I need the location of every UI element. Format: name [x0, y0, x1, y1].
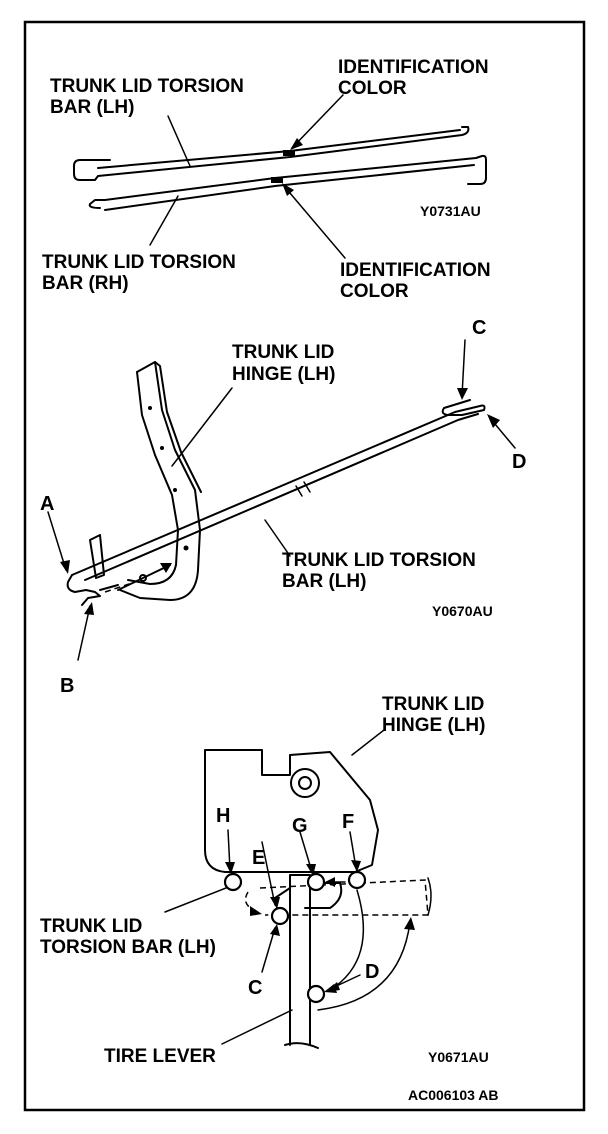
hinge-bracket-stub — [89, 534, 105, 579]
p3-label-tire-lever: TIRE LEVER — [104, 1046, 216, 1067]
label-bar-lh-line2: BAR (LH) — [50, 97, 134, 118]
p3-letter-g: G — [292, 815, 308, 837]
p3-label-hinge-line2: HINGE (LH) — [382, 715, 485, 736]
label-bar-rh-line1: TRUNK LID TORSION — [42, 252, 236, 273]
panel-3-code: Y0671AU — [428, 1049, 489, 1065]
pin-h — [223, 872, 243, 892]
pin-d — [306, 984, 326, 1004]
panel-2-hinge-installation: A B C D TRUNK LID HINGE (LH) TRUNK LID T… — [40, 317, 526, 697]
p3-letter-d: D — [365, 961, 379, 983]
p3-letter-e: E — [252, 847, 265, 869]
hinge-plate-drawing — [204, 749, 379, 873]
label-bar-line1: TRUNK LID TORSION — [282, 550, 476, 571]
leader-id-color-bottom — [283, 185, 346, 259]
leader-bar-lh — [167, 115, 191, 167]
long-torsion-bar-drawing — [71, 399, 486, 576]
p3-label-hinge-line1: TRUNK LID — [382, 694, 484, 715]
p3-letter-f: F — [342, 811, 354, 833]
label-id-color-bottom-line2: COLOR — [340, 281, 409, 302]
figure-code: AC006103 AB — [408, 1087, 499, 1103]
torsion-bar-lh-second-rod — [97, 129, 461, 169]
identification-color-mark-rh — [271, 177, 283, 183]
panel-3-hinge-detail: TRUNK LID HINGE (LH) H E G F TRUNK LID T… — [40, 694, 499, 1103]
label-hinge-line1: TRUNK LID — [232, 342, 334, 363]
p3-label-bar-line2: TORSION BAR (LH) — [40, 937, 216, 958]
identification-color-mark-lh — [283, 150, 295, 156]
trunk-lid-hinge-drawing — [119, 361, 201, 601]
letter-c: C — [472, 317, 486, 339]
pin-e — [270, 906, 290, 926]
panel-1-torsion-bars: TRUNK LID TORSION BAR (LH) IDENTIFICATIO… — [42, 57, 491, 302]
p3-label-bar-line1: TRUNK LID — [40, 916, 142, 937]
torsion-bar-rh-second-rod — [104, 164, 475, 211]
pin-f — [347, 870, 367, 890]
label-hinge-line2: HINGE (LH) — [232, 364, 335, 385]
label-id-color-top-line1: IDENTIFICATION — [338, 57, 489, 78]
panel-2-code: Y0670AU — [432, 603, 493, 619]
letter-a: A — [40, 493, 54, 515]
label-bar-rh-line2: BAR (RH) — [42, 273, 129, 294]
figure-frame — [23, 20, 586, 1112]
label-id-color-top-line2: COLOR — [338, 78, 407, 99]
letter-b: B — [60, 675, 74, 697]
p3-letter-h: H — [216, 805, 230, 827]
tire-lever-drawing — [289, 874, 311, 1046]
p3-letter-c: C — [248, 977, 262, 999]
torsion-bar-rh-drawing — [88, 154, 487, 209]
panel-1-code: Y0731AU — [420, 203, 481, 219]
pin-g — [306, 872, 326, 892]
label-bar-line2: BAR (LH) — [282, 571, 366, 592]
leader-id-color-top — [291, 94, 344, 149]
label-bar-lh-line1: TRUNK LID TORSION — [50, 76, 244, 97]
leader-bar-rh — [149, 195, 179, 246]
letter-d: D — [512, 451, 526, 473]
label-id-color-bottom-line1: IDENTIFICATION — [340, 260, 491, 281]
torsion-bar-lh-drawing — [73, 126, 470, 181]
